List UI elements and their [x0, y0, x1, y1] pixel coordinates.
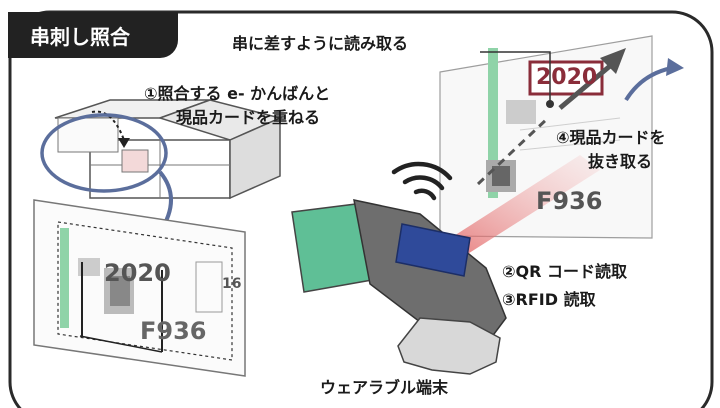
- floating-card-year: 2020: [536, 65, 598, 90]
- step4-label-line2: 抜き取る: [588, 152, 653, 171]
- step4-label-line1: ④現品カードを: [556, 128, 666, 147]
- enlarged-card: [33, 199, 246, 377]
- outer-frame: [8, 10, 714, 408]
- step1-label-line2: 現品カードを重ねる: [176, 108, 321, 127]
- enlarged-card-side-number: 16: [222, 276, 242, 292]
- wearable-arm: [291, 199, 507, 375]
- highlight-ellipse: [40, 113, 168, 193]
- step3-label: ③RFID 読取: [502, 290, 596, 309]
- device-label: ウェアラブル端末: [320, 378, 449, 397]
- enlarged-card-year: 2020: [104, 259, 171, 287]
- floating-card-code: F936: [536, 187, 603, 215]
- enlarged-card-code: F936: [140, 317, 207, 345]
- laser-beam: [432, 155, 600, 262]
- rfid-waves: [391, 161, 453, 201]
- skewer-label: 串に差すように読み取る: [232, 34, 409, 53]
- title-tag: 串刺し照合: [8, 12, 178, 58]
- floating-card: [439, 35, 653, 239]
- step1-label-line1: ①照合する e- かんばんと: [144, 84, 331, 103]
- skewer-arrow: [558, 64, 612, 110]
- step2-label: ②QR コード読取: [502, 262, 628, 281]
- skewer-pointer: [480, 51, 551, 104]
